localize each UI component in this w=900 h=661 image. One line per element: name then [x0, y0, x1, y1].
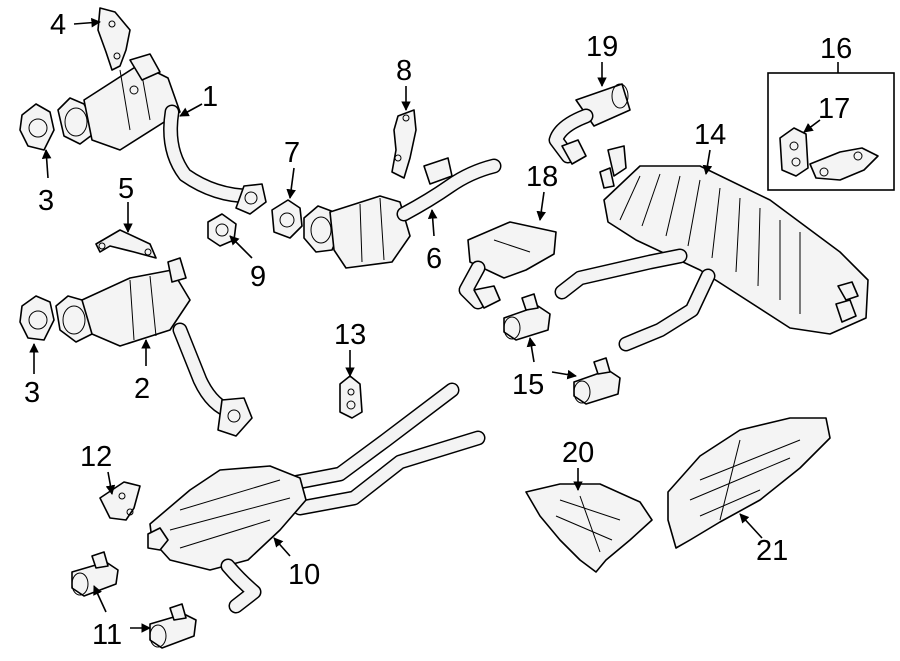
part-9-nut: [207, 213, 237, 247]
part-16-kit-box: [767, 72, 895, 191]
leader-lines: [29, 17, 839, 633]
callout-14: 14: [694, 119, 726, 151]
part-12-bracket: [99, 481, 141, 521]
part-6-catalytic-converter: [303, 157, 502, 269]
part-18-heat-shield: [458, 221, 557, 310]
callout-15: 15: [512, 369, 544, 401]
part-15-clamp-a: [503, 293, 551, 341]
callout-11: 11: [92, 619, 122, 651]
callout-13: 13: [334, 319, 366, 351]
callout-8: 8: [396, 55, 412, 87]
part-13-rubber-hanger: [339, 375, 363, 419]
part-2-catalytic-converter: [55, 257, 253, 437]
callout-4: 4: [50, 9, 66, 41]
callout-6: 6: [426, 243, 442, 275]
callout-18: 18: [526, 161, 558, 193]
callout-21: 21: [756, 535, 788, 567]
part-10-center-muffler: [147, 382, 486, 614]
callout-2: 2: [134, 373, 150, 405]
callout-12: 12: [80, 441, 112, 473]
part-3-gasket-top: [19, 103, 55, 151]
part-20-heat-shield: [525, 483, 653, 573]
part-4-bracket: [97, 7, 131, 71]
part-5-bracket: [95, 229, 157, 259]
callout-3-top: 3: [38, 185, 54, 217]
callout-labels: 1 2 3 3 4 5 6 7 8 9 10 11 12 13 14 15 16…: [24, 9, 852, 651]
callout-5: 5: [118, 173, 134, 205]
callout-3-middle: 3: [24, 377, 40, 409]
part-1-catalytic-converter: [57, 53, 267, 215]
part-3-gasket-middle: [19, 295, 55, 341]
part-19-tail-pipe: [548, 83, 631, 165]
callout-7: 7: [284, 137, 300, 169]
callout-16: 16: [820, 33, 852, 65]
callout-1: 1: [202, 81, 218, 113]
part-8-hanger: [391, 109, 417, 179]
callout-20: 20: [562, 437, 594, 469]
callout-9: 9: [250, 261, 266, 293]
part-21-heat-shield: [667, 417, 831, 549]
part-14-rear-muffler: [554, 145, 869, 352]
callout-10: 10: [288, 559, 320, 591]
part-7-gasket: [271, 199, 303, 239]
callout-19: 19: [586, 31, 618, 63]
part-11-clamp-a: [71, 551, 119, 597]
callout-17: 17: [818, 93, 850, 125]
part-15-clamp-b: [573, 357, 621, 405]
part-11-clamp-b: [149, 603, 197, 649]
